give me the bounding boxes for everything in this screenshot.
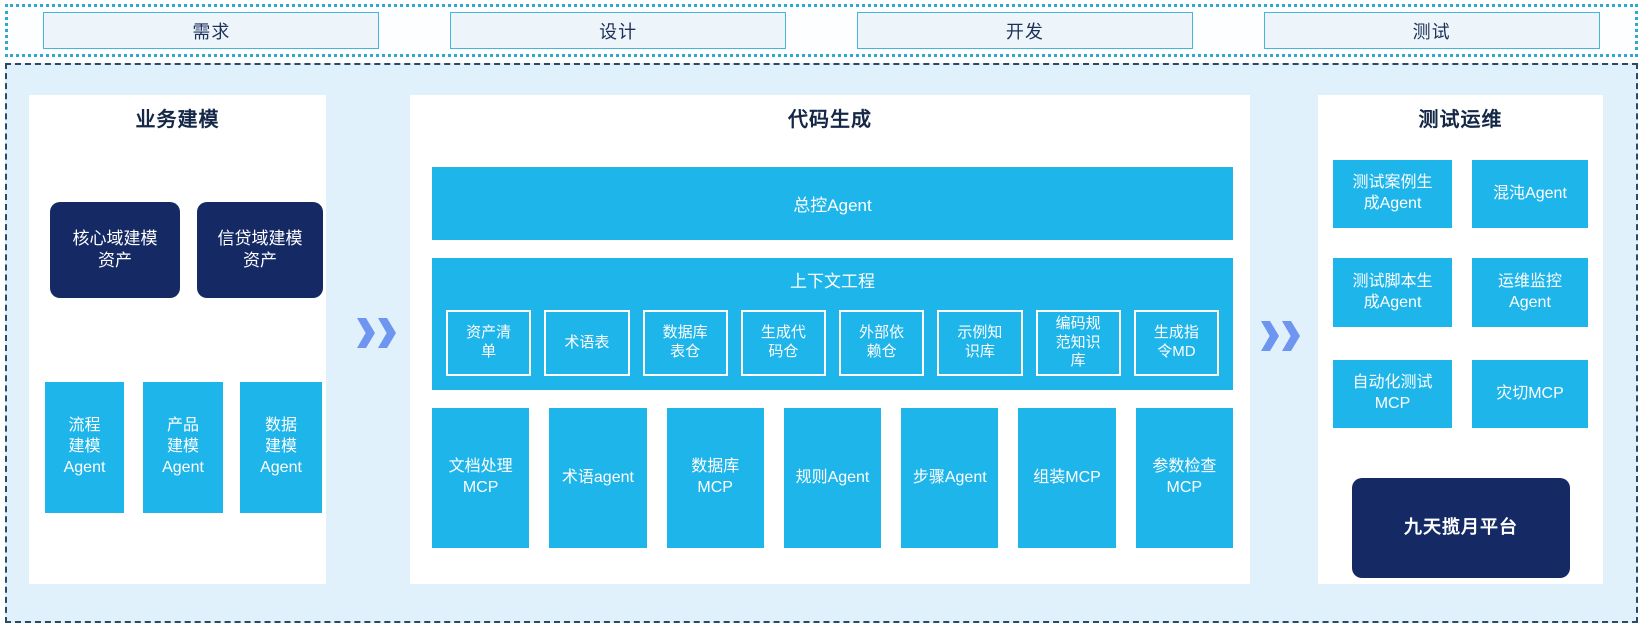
assembly-mcp-box: 组装MCP xyxy=(1018,408,1116,548)
credit-domain-asset-box: 信贷域建模 资产 xyxy=(197,202,323,298)
param-check-mcp-box: 参数检查 MCP xyxy=(1135,408,1233,548)
business-modeling-title: 业务建模 xyxy=(135,109,220,131)
context-engineering-title: 上下文工程 xyxy=(790,272,875,291)
chevron-right-icon xyxy=(357,318,375,348)
phase-cell-development: 开发 xyxy=(822,12,1229,49)
test-ops-title: 测试运维 xyxy=(1418,109,1503,131)
example-knowledge-base-box: 示例知 识库 xyxy=(937,310,1023,376)
ops-monitoring-agent-box: 运维监控 Agent xyxy=(1472,258,1588,327)
generated-code-repo-box: 生成代 码仓 xyxy=(740,310,826,376)
core-domain-asset-box: 核心域建模 资产 xyxy=(50,202,180,298)
phase-strip: 需求 设计 开发 测试 xyxy=(5,4,1638,57)
context-engineering-block: 上下文工程 资产清 单 术语表 数据库 表仓 生成代 码仓 外部依 赖仓 示例知… xyxy=(432,258,1233,390)
data-modeling-agent-box: 数据 建模 Agent xyxy=(240,382,322,513)
context-items-row: 资产清 单 术语表 数据库 表仓 生成代 码仓 外部依 赖仓 示例知 识库 编码… xyxy=(446,310,1219,376)
phase-box-design: 设计 xyxy=(450,12,787,49)
asset-list-box: 资产清 单 xyxy=(446,310,532,376)
generation-instruction-md-box: 生成指 令MD xyxy=(1133,310,1219,376)
external-dependency-repo-box: 外部依 赖仓 xyxy=(839,310,925,376)
test-script-gen-agent-box: 测试脚本生 成Agent xyxy=(1333,258,1452,327)
doc-processing-mcp-box: 文档处理 MCP xyxy=(432,408,530,548)
phase-cell-testing: 测试 xyxy=(1228,12,1635,49)
phase-box-development: 开发 xyxy=(856,12,1193,49)
automated-test-mcp-box: 自动化测试 MCP xyxy=(1333,360,1452,428)
disaster-switch-mcp-box: 灾切MCP xyxy=(1472,360,1588,428)
phase-box-testing: 测试 xyxy=(1263,12,1600,49)
main-canvas: 业务建模 核心域建模 资产 信贷域建模 资产 流程 建模 Agent 产品 建模… xyxy=(5,63,1638,623)
jiutian-lanyue-platform-box: 九天揽月平台 xyxy=(1352,478,1570,578)
code-generation-title: 代码生成 xyxy=(788,109,872,131)
glossary-box: 术语表 xyxy=(544,310,630,376)
chevron-right-icon xyxy=(1282,321,1300,351)
flow-arrow-business-to-codegen xyxy=(357,318,396,348)
db-table-repo-box: 数据库 表仓 xyxy=(642,310,728,376)
tools-row: 文档处理 MCP 术语agent 数据库 MCP 规则Agent 步骤Agent… xyxy=(432,408,1233,548)
glossary-agent-box: 术语agent xyxy=(549,408,647,548)
phase-box-requirements: 需求 xyxy=(43,12,380,49)
chaos-agent-box: 混沌Agent xyxy=(1472,160,1588,228)
chevron-right-icon xyxy=(1261,321,1279,351)
rule-agent-box: 规则Agent xyxy=(783,408,882,548)
process-modeling-agent-box: 流程 建模 Agent xyxy=(45,382,124,513)
product-modeling-agent-box: 产品 建模 Agent xyxy=(143,382,223,513)
panel-business-modeling: 业务建模 核心域建模 资产 信贷域建模 资产 流程 建模 Agent 产品 建模… xyxy=(29,95,326,584)
panel-code-generation: 代码生成 总控Agent 上下文工程 资产清 单 术语表 数据库 表仓 生成代 … xyxy=(410,95,1250,584)
flow-arrow-codegen-to-testops xyxy=(1261,321,1300,351)
test-case-gen-agent-box: 测试案例生 成Agent xyxy=(1333,160,1452,228)
chevron-right-icon xyxy=(378,318,396,348)
database-mcp-box: 数据库 MCP xyxy=(666,408,764,548)
phase-cell-design: 设计 xyxy=(415,12,822,49)
coding-standard-kb-box: 编码规 范知识 库 xyxy=(1035,310,1121,376)
phase-cell-requirements: 需求 xyxy=(8,12,415,49)
step-agent-box: 步骤Agent xyxy=(901,408,999,548)
master-agent-bar: 总控Agent xyxy=(432,167,1233,240)
panel-test-ops: 测试运维 测试案例生 成Agent 混沌Agent 测试脚本生 成Agent 运… xyxy=(1318,95,1603,584)
